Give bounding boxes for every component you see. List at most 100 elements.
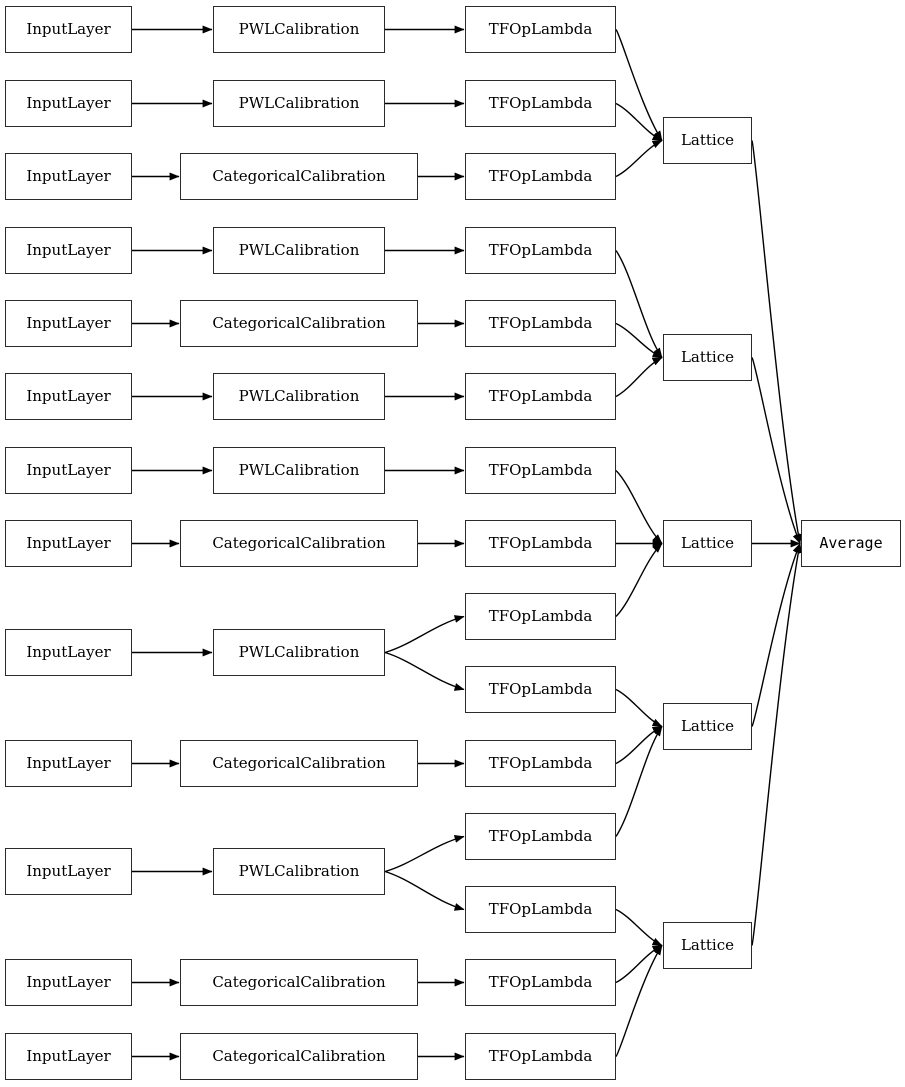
node-in8[interactable]: InputLayer	[5, 520, 132, 567]
edge-t10-to-l4	[615, 688, 663, 728]
node-in12[interactable]: InputLayer	[5, 959, 132, 1006]
node-c2[interactable]: PWLCalibration	[213, 80, 385, 127]
node-label: PWLCalibration	[238, 94, 360, 112]
node-label: InputLayer	[26, 461, 111, 479]
node-l1[interactable]: Lattice	[663, 117, 752, 164]
node-label: TFOpLambda	[488, 241, 593, 259]
node-in9[interactable]: InputLayer	[5, 629, 132, 676]
node-label: InputLayer	[26, 167, 111, 185]
node-t11[interactable]: TFOpLambda	[465, 740, 616, 787]
node-label: TFOpLambda	[488, 94, 593, 112]
node-label: InputLayer	[26, 643, 111, 661]
node-c1[interactable]: PWLCalibration	[213, 6, 385, 53]
node-c5[interactable]: CategoricalCalibration	[180, 300, 418, 347]
node-label: TFOpLambda	[488, 461, 593, 479]
node-label: PWLCalibration	[238, 387, 360, 405]
node-l5[interactable]: Lattice	[663, 922, 752, 969]
edge-l2-to-avg	[751, 357, 801, 545]
node-label: CategoricalCalibration	[212, 314, 386, 332]
node-c7[interactable]: PWLCalibration	[213, 447, 385, 494]
node-label: Lattice	[680, 131, 735, 149]
node-t3[interactable]: TFOpLambda	[465, 153, 616, 200]
node-in1[interactable]: InputLayer	[5, 6, 132, 53]
node-avg[interactable]: Average	[801, 520, 901, 567]
node-c8[interactable]: CategoricalCalibration	[180, 520, 418, 567]
node-label: PWLCalibration	[238, 241, 360, 259]
node-t2[interactable]: TFOpLambda	[465, 80, 616, 127]
node-c3[interactable]: CategoricalCalibration	[180, 153, 418, 200]
node-label: Lattice	[680, 534, 735, 552]
node-in5[interactable]: InputLayer	[5, 300, 132, 347]
node-label: TFOpLambda	[488, 387, 593, 405]
node-label: TFOpLambda	[488, 973, 593, 991]
node-c10[interactable]: CategoricalCalibration	[180, 740, 418, 787]
node-t15[interactable]: TFOpLambda	[465, 1033, 616, 1080]
node-c12[interactable]: CategoricalCalibration	[180, 959, 418, 1006]
node-label: CategoricalCalibration	[212, 1047, 386, 1065]
edge-c9-to-t10	[384, 651, 465, 691]
node-in2[interactable]: InputLayer	[5, 80, 132, 127]
node-c13[interactable]: CategoricalCalibration	[180, 1033, 418, 1080]
node-t10[interactable]: TFOpLambda	[465, 666, 616, 713]
node-label: TFOpLambda	[488, 167, 593, 185]
node-label: PWLCalibration	[238, 643, 360, 661]
node-label: TFOpLambda	[488, 900, 593, 918]
node-t6[interactable]: TFOpLambda	[465, 373, 616, 420]
edge-l1-to-avg	[751, 140, 803, 545]
edge-c9-to-t9	[384, 615, 465, 654]
node-label: TFOpLambda	[488, 534, 593, 552]
node-t8[interactable]: TFOpLambda	[465, 520, 616, 567]
node-label: Lattice	[680, 717, 735, 735]
edge-t7-to-l3	[615, 470, 663, 545]
node-in10[interactable]: InputLayer	[5, 740, 132, 787]
edge-t2-to-l1	[615, 102, 663, 142]
node-label: CategoricalCalibration	[212, 754, 386, 772]
node-label: CategoricalCalibration	[212, 167, 386, 185]
node-label: InputLayer	[26, 1047, 111, 1065]
node-in11[interactable]: InputLayer	[5, 848, 132, 895]
edge-t4-to-l2	[615, 250, 663, 358]
edge-t11-to-l4	[615, 725, 663, 765]
node-t4[interactable]: TFOpLambda	[465, 227, 616, 274]
node-label: TFOpLambda	[488, 754, 593, 772]
node-label: InputLayer	[26, 534, 111, 552]
node-t12[interactable]: TFOpLambda	[465, 813, 616, 860]
edge-l4-to-avg	[751, 542, 801, 727]
node-l4[interactable]: Lattice	[663, 703, 752, 750]
edge-t3-to-l1	[615, 139, 663, 178]
node-t1[interactable]: TFOpLambda	[465, 6, 616, 53]
edge-t6-to-l2	[615, 356, 663, 398]
node-label: PWLCalibration	[238, 461, 360, 479]
node-label: TFOpLambda	[488, 1047, 593, 1065]
node-in3[interactable]: InputLayer	[5, 153, 132, 200]
node-in4[interactable]: InputLayer	[5, 227, 132, 274]
node-l3[interactable]: Lattice	[663, 520, 752, 567]
node-label: TFOpLambda	[488, 607, 593, 625]
node-c11[interactable]: PWLCalibration	[213, 848, 385, 895]
node-t14[interactable]: TFOpLambda	[465, 959, 616, 1006]
node-t5[interactable]: TFOpLambda	[465, 300, 616, 347]
node-label: InputLayer	[26, 973, 111, 991]
node-t7[interactable]: TFOpLambda	[465, 447, 616, 494]
node-label: CategoricalCalibration	[212, 534, 386, 552]
edge-l5-to-avg	[751, 542, 803, 946]
node-in6[interactable]: InputLayer	[5, 373, 132, 420]
node-label: InputLayer	[26, 754, 111, 772]
node-t9[interactable]: TFOpLambda	[465, 593, 616, 640]
node-in13[interactable]: InputLayer	[5, 1033, 132, 1080]
node-label: InputLayer	[26, 862, 111, 880]
node-label: PWLCalibration	[238, 20, 360, 38]
node-label: Lattice	[680, 348, 735, 366]
node-c9[interactable]: PWLCalibration	[213, 629, 385, 676]
node-in7[interactable]: InputLayer	[5, 447, 132, 494]
node-c6[interactable]: PWLCalibration	[213, 373, 385, 420]
node-label: PWLCalibration	[238, 862, 360, 880]
node-label: Lattice	[680, 936, 735, 954]
node-label: TFOpLambda	[488, 680, 593, 698]
edge-t9-to-l3	[615, 542, 663, 617]
node-c4[interactable]: PWLCalibration	[213, 227, 385, 274]
node-l2[interactable]: Lattice	[663, 334, 752, 381]
node-t13[interactable]: TFOpLambda	[465, 886, 616, 933]
